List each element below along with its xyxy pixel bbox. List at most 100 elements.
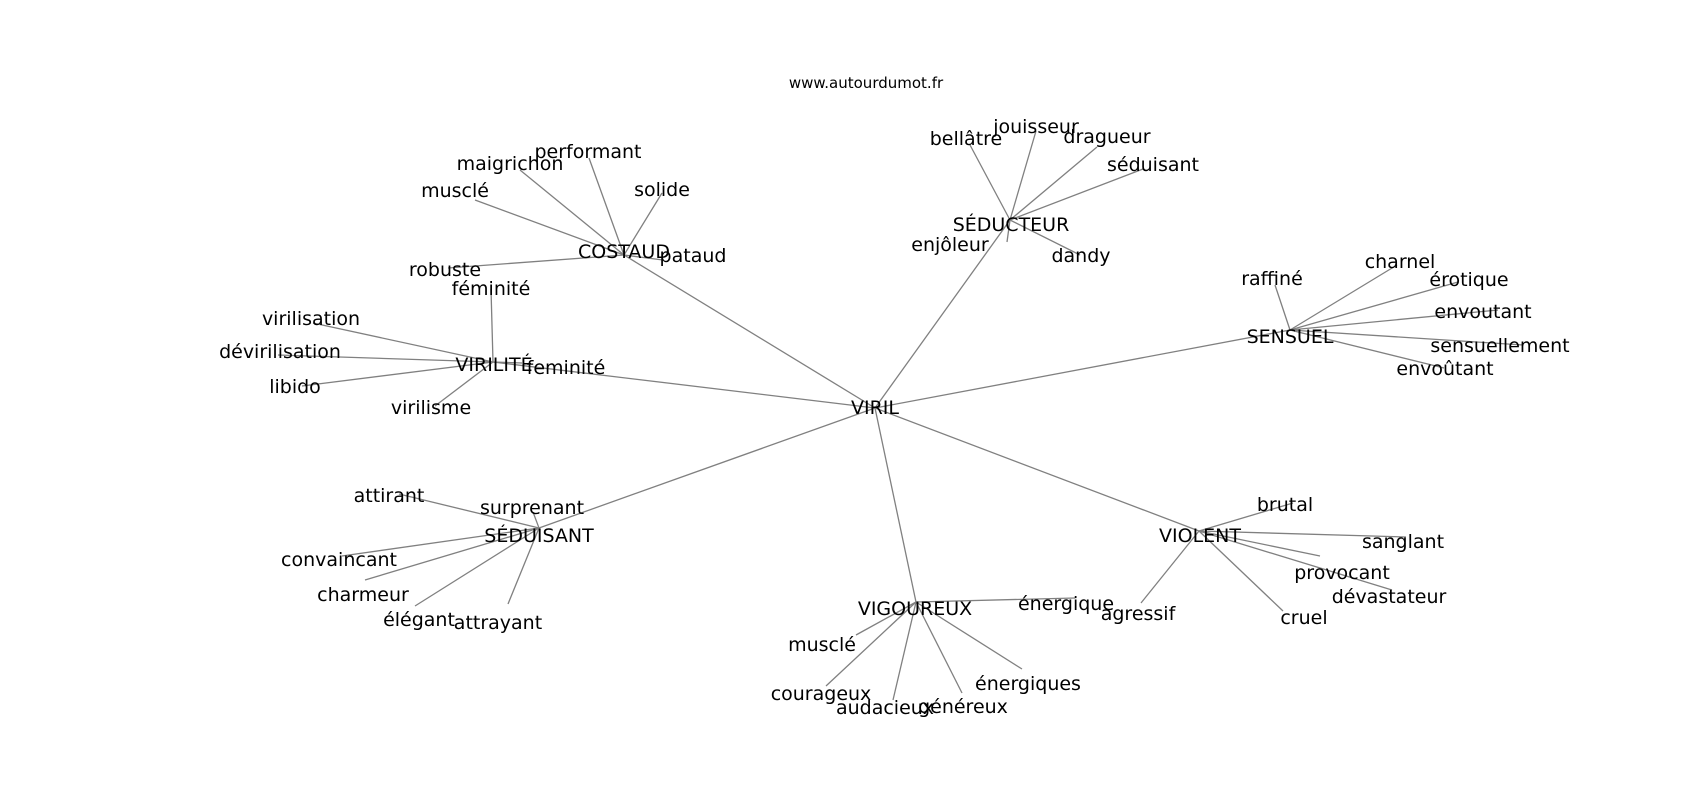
edge-hub-word [474, 199, 625, 256]
hub-node-label[interactable]: VIGOUREUX [858, 598, 972, 620]
site-label: www.autourdumot.fr [789, 74, 944, 92]
edge-hub-word [1289, 281, 1459, 331]
edge-hub-word [915, 601, 963, 694]
edge-hub-word [1006, 219, 1011, 243]
edge-hub-word [1009, 168, 1144, 221]
edge-hub-word [312, 322, 494, 363]
edge-hub-word [1289, 309, 1499, 331]
word-node-label[interactable]: attirant [354, 485, 425, 507]
word-node-label[interactable]: charnel [1365, 251, 1436, 273]
word-node-label[interactable]: surprenant [480, 497, 584, 519]
word-node-label[interactable]: libido [269, 376, 321, 398]
word-node-label[interactable]: enjôleur [911, 234, 989, 256]
edge-hub-word [623, 254, 664, 261]
edge-hub-word [1009, 219, 1081, 256]
edge-hub-word [1289, 329, 1445, 369]
edge-hub-word [364, 527, 540, 581]
hub-node-label[interactable]: VIOLENT [1159, 525, 1241, 547]
edge-hub-word [892, 601, 917, 701]
word-node-label[interactable]: sanglant [1362, 531, 1444, 553]
hub-node-label[interactable]: SÉDUISANT [484, 524, 594, 547]
edge-hub-word [969, 144, 1011, 221]
word-node-label[interactable]: érotique [1429, 269, 1508, 291]
edge-hub-word [447, 254, 625, 269]
edge-hub-word [1289, 329, 1524, 346]
word-node-label[interactable]: robuste [409, 259, 481, 281]
word-node-label[interactable]: féminité [452, 278, 531, 300]
word-node-label[interactable]: provocant [1294, 562, 1390, 584]
word-node-label[interactable]: bellâtre [930, 128, 1002, 150]
edge-hub-word [915, 601, 1023, 670]
edge-hub-word [490, 288, 494, 363]
word-node-label[interactable]: jouisseur [992, 116, 1079, 138]
graph-edges [277, 130, 1524, 701]
word-node-label[interactable]: cruel [1280, 607, 1327, 629]
edge-hub-word [1009, 130, 1037, 221]
edge-root-hub [623, 254, 876, 409]
word-node-label[interactable]: charmeur [317, 584, 409, 606]
word-node-label[interactable]: attrayant [454, 612, 542, 634]
edge-hub-word [414, 527, 540, 607]
edge-root-hub [538, 407, 876, 529]
word-node-label[interactable]: énergiques [975, 673, 1081, 695]
word-node-label[interactable]: séduisant [1107, 154, 1199, 176]
hub-node-label[interactable]: SENSUEL [1247, 326, 1334, 348]
word-node-label[interactable]: courageux [771, 683, 872, 705]
hub-node-label[interactable]: COSTAUD [578, 241, 670, 263]
edge-hub-word [492, 361, 523, 364]
root-node-label[interactable]: VIRIL [851, 397, 899, 419]
edge-hub-word [1198, 502, 1294, 532]
word-node-label[interactable]: virilisme [391, 397, 471, 419]
word-node-label[interactable]: élégant [383, 609, 455, 631]
edge-root-hub [874, 329, 1291, 409]
edge-root-hub [874, 219, 1011, 409]
word-node-label[interactable]: agressif [1101, 603, 1177, 625]
word-node-label[interactable]: brutal [1257, 494, 1313, 516]
word-node-label[interactable]: feminité [527, 357, 606, 379]
word-node-label[interactable]: généreux [918, 696, 1008, 718]
edge-hub-word [1198, 530, 1284, 612]
edge-hub-word [588, 157, 625, 256]
word-node-label[interactable]: dandy [1051, 245, 1110, 267]
word-node-label[interactable]: solide [634, 179, 690, 201]
word-node-label[interactable]: envoûtant [1396, 358, 1493, 380]
word-node-label[interactable]: performant [535, 141, 642, 163]
word-node-label[interactable]: virilisation [262, 308, 360, 330]
edge-hub-word [1198, 530, 1321, 557]
word-node-label[interactable]: énergique [1018, 593, 1114, 615]
word-node-label[interactable]: raffiné [1241, 268, 1303, 290]
word-node-label[interactable]: dévirilisation [219, 341, 341, 363]
edge-hub-word [301, 361, 494, 387]
edge-hub-word [532, 511, 540, 529]
word-node-label[interactable]: dévastateur [1332, 586, 1447, 608]
word-node-label[interactable]: musclé [788, 634, 856, 656]
word-node-label[interactable]: pataud [660, 245, 727, 267]
edge-hub-word [825, 601, 917, 687]
edge-hub-word [434, 361, 494, 407]
edge-hub-word [915, 597, 1076, 603]
word-node-label[interactable]: convaincant [281, 549, 397, 571]
edge-hub-word [855, 601, 917, 636]
edge-hub-word [507, 527, 540, 605]
word-node-label[interactable]: audacieux [836, 697, 934, 719]
edge-root-hub [874, 407, 917, 603]
word-node-label[interactable]: maigrichon [457, 153, 564, 175]
word-node-label[interactable]: envoutant [1434, 301, 1531, 323]
edge-hub-word [1274, 284, 1291, 331]
edge-hub-word [1198, 530, 1407, 538]
word-node-label[interactable]: musclé [421, 180, 489, 202]
edge-hub-word [623, 192, 663, 256]
edge-root-hub [492, 361, 876, 409]
word-node-label[interactable]: sensuellement [1430, 335, 1569, 357]
edge-hub-word [1198, 530, 1393, 591]
edge-root-hub [874, 407, 1200, 532]
hub-node-label[interactable]: SÉDUCTEUR [953, 213, 1070, 236]
word-node-label[interactable]: dragueur [1063, 126, 1150, 148]
hub-node-label[interactable]: VIRILITÉ [455, 353, 532, 376]
edge-hub-word [1289, 264, 1398, 331]
edge-hub-word [277, 354, 494, 363]
edge-hub-word [398, 493, 540, 529]
edge-hub-word [1009, 146, 1098, 221]
